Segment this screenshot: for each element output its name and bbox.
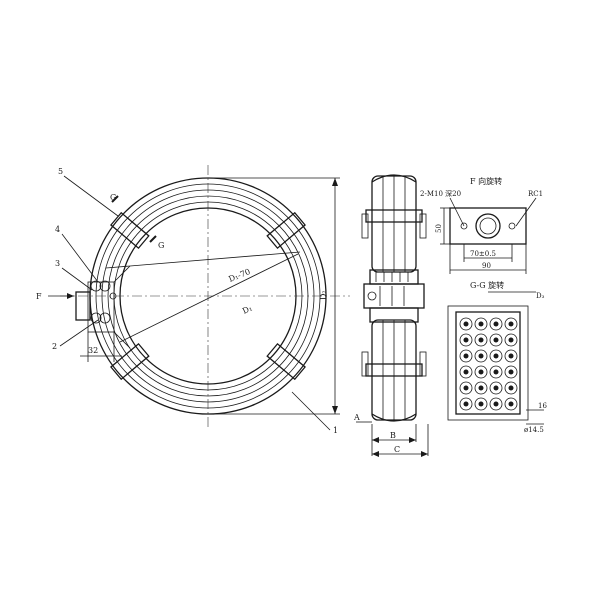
callout-1: 1 [333, 426, 338, 435]
section-gg-title: G-G 旋转 [470, 280, 504, 290]
tube-section [459, 381, 473, 395]
dim-32: 32 [88, 346, 98, 355]
tube-section [459, 349, 473, 363]
tube-bore [508, 353, 514, 359]
view-f: F 向旋转 2-M10 深20 RC1 50 70±0.5 90 [420, 176, 543, 274]
tube-section [474, 381, 488, 395]
tube-section [459, 397, 473, 411]
tube-section [489, 317, 503, 331]
tube-bore [508, 321, 514, 327]
tube-section [489, 365, 503, 379]
tube-bore [463, 321, 469, 327]
dim-70: 70±0.5 [470, 250, 496, 258]
tube-grid [459, 317, 518, 411]
tube-bore [493, 353, 499, 359]
center-lines [60, 165, 350, 430]
tube-bore [508, 369, 514, 375]
callout-4: 4 [55, 225, 60, 234]
tube-section [489, 381, 503, 395]
dim-d1-minus-70: D₁-70 [227, 267, 251, 284]
callout-5: 5 [58, 167, 63, 176]
tube-section [489, 397, 503, 411]
dim-a: A [353, 413, 360, 422]
section-gg: G-G 旋转 D₃ 16 ø14.5 [447, 280, 547, 434]
dim-90: 90 [482, 262, 491, 270]
tube-bore [493, 369, 499, 375]
view-f-arrow: F [36, 292, 74, 301]
tube-bore [478, 369, 484, 375]
tube-bore [508, 385, 514, 391]
dim-b: B [390, 431, 396, 440]
tube-bore [493, 401, 499, 407]
tube-section [504, 333, 518, 347]
tube-bore [463, 401, 469, 407]
dim-phi: ø14.5 [524, 426, 544, 434]
side-dims: B C A [353, 413, 429, 457]
section-g-bottom: G [158, 241, 164, 250]
view-f-bolt: 2-M10 深20 [420, 189, 461, 198]
dim-16: 16 [538, 402, 547, 410]
tube-bore [463, 337, 469, 343]
tube-bore [493, 385, 499, 391]
side-view [361, 174, 427, 422]
view-f-title: F 向旋转 [470, 176, 502, 186]
dim-50: 50 [435, 224, 443, 233]
tube-bore [463, 369, 469, 375]
tube-section [504, 381, 518, 395]
tube-section [474, 365, 488, 379]
tube-bore [463, 385, 469, 391]
tube-section [474, 317, 488, 331]
tube-section [504, 397, 518, 411]
dim-d2: D₂ [319, 290, 328, 300]
dim-c: C [394, 445, 400, 454]
callouts: 5 4 3 2 1 [52, 167, 338, 435]
tube-bore [478, 401, 484, 407]
tube-section [474, 333, 488, 347]
dim-32-group: 32 [80, 332, 122, 362]
tube-bore [478, 321, 484, 327]
tube-section [474, 397, 488, 411]
dim-d1: D₁ [241, 304, 254, 316]
tube-bore [508, 401, 514, 407]
tube-section [489, 349, 503, 363]
callout-3: 3 [55, 259, 60, 268]
tube-section [504, 317, 518, 331]
dim-d3: D₃ [536, 292, 545, 300]
inlet-header [75, 265, 131, 349]
tube-bore [508, 337, 514, 343]
view-f-port: RC1 [528, 190, 543, 198]
ring-clamps [110, 211, 306, 381]
tube-section [504, 365, 518, 379]
section-g-top: G [110, 193, 116, 202]
section-g-marks: G G [110, 193, 164, 250]
view-f-label: F [36, 292, 42, 301]
tube-bore [493, 321, 499, 327]
tube-bore [463, 353, 469, 359]
tube-section [459, 365, 473, 379]
tube-section [504, 349, 518, 363]
tube-bore [493, 337, 499, 343]
diameter-leaders: D₁-70 D₁ [105, 251, 301, 343]
tube-bore [478, 385, 484, 391]
tube-section [489, 333, 503, 347]
tube-bore [478, 353, 484, 359]
tube-bore [478, 337, 484, 343]
dim-d2-group: D₂ [210, 177, 340, 415]
tube-section [459, 317, 473, 331]
tube-section [474, 349, 488, 363]
callout-2: 2 [52, 342, 57, 351]
tube-section [459, 333, 473, 347]
